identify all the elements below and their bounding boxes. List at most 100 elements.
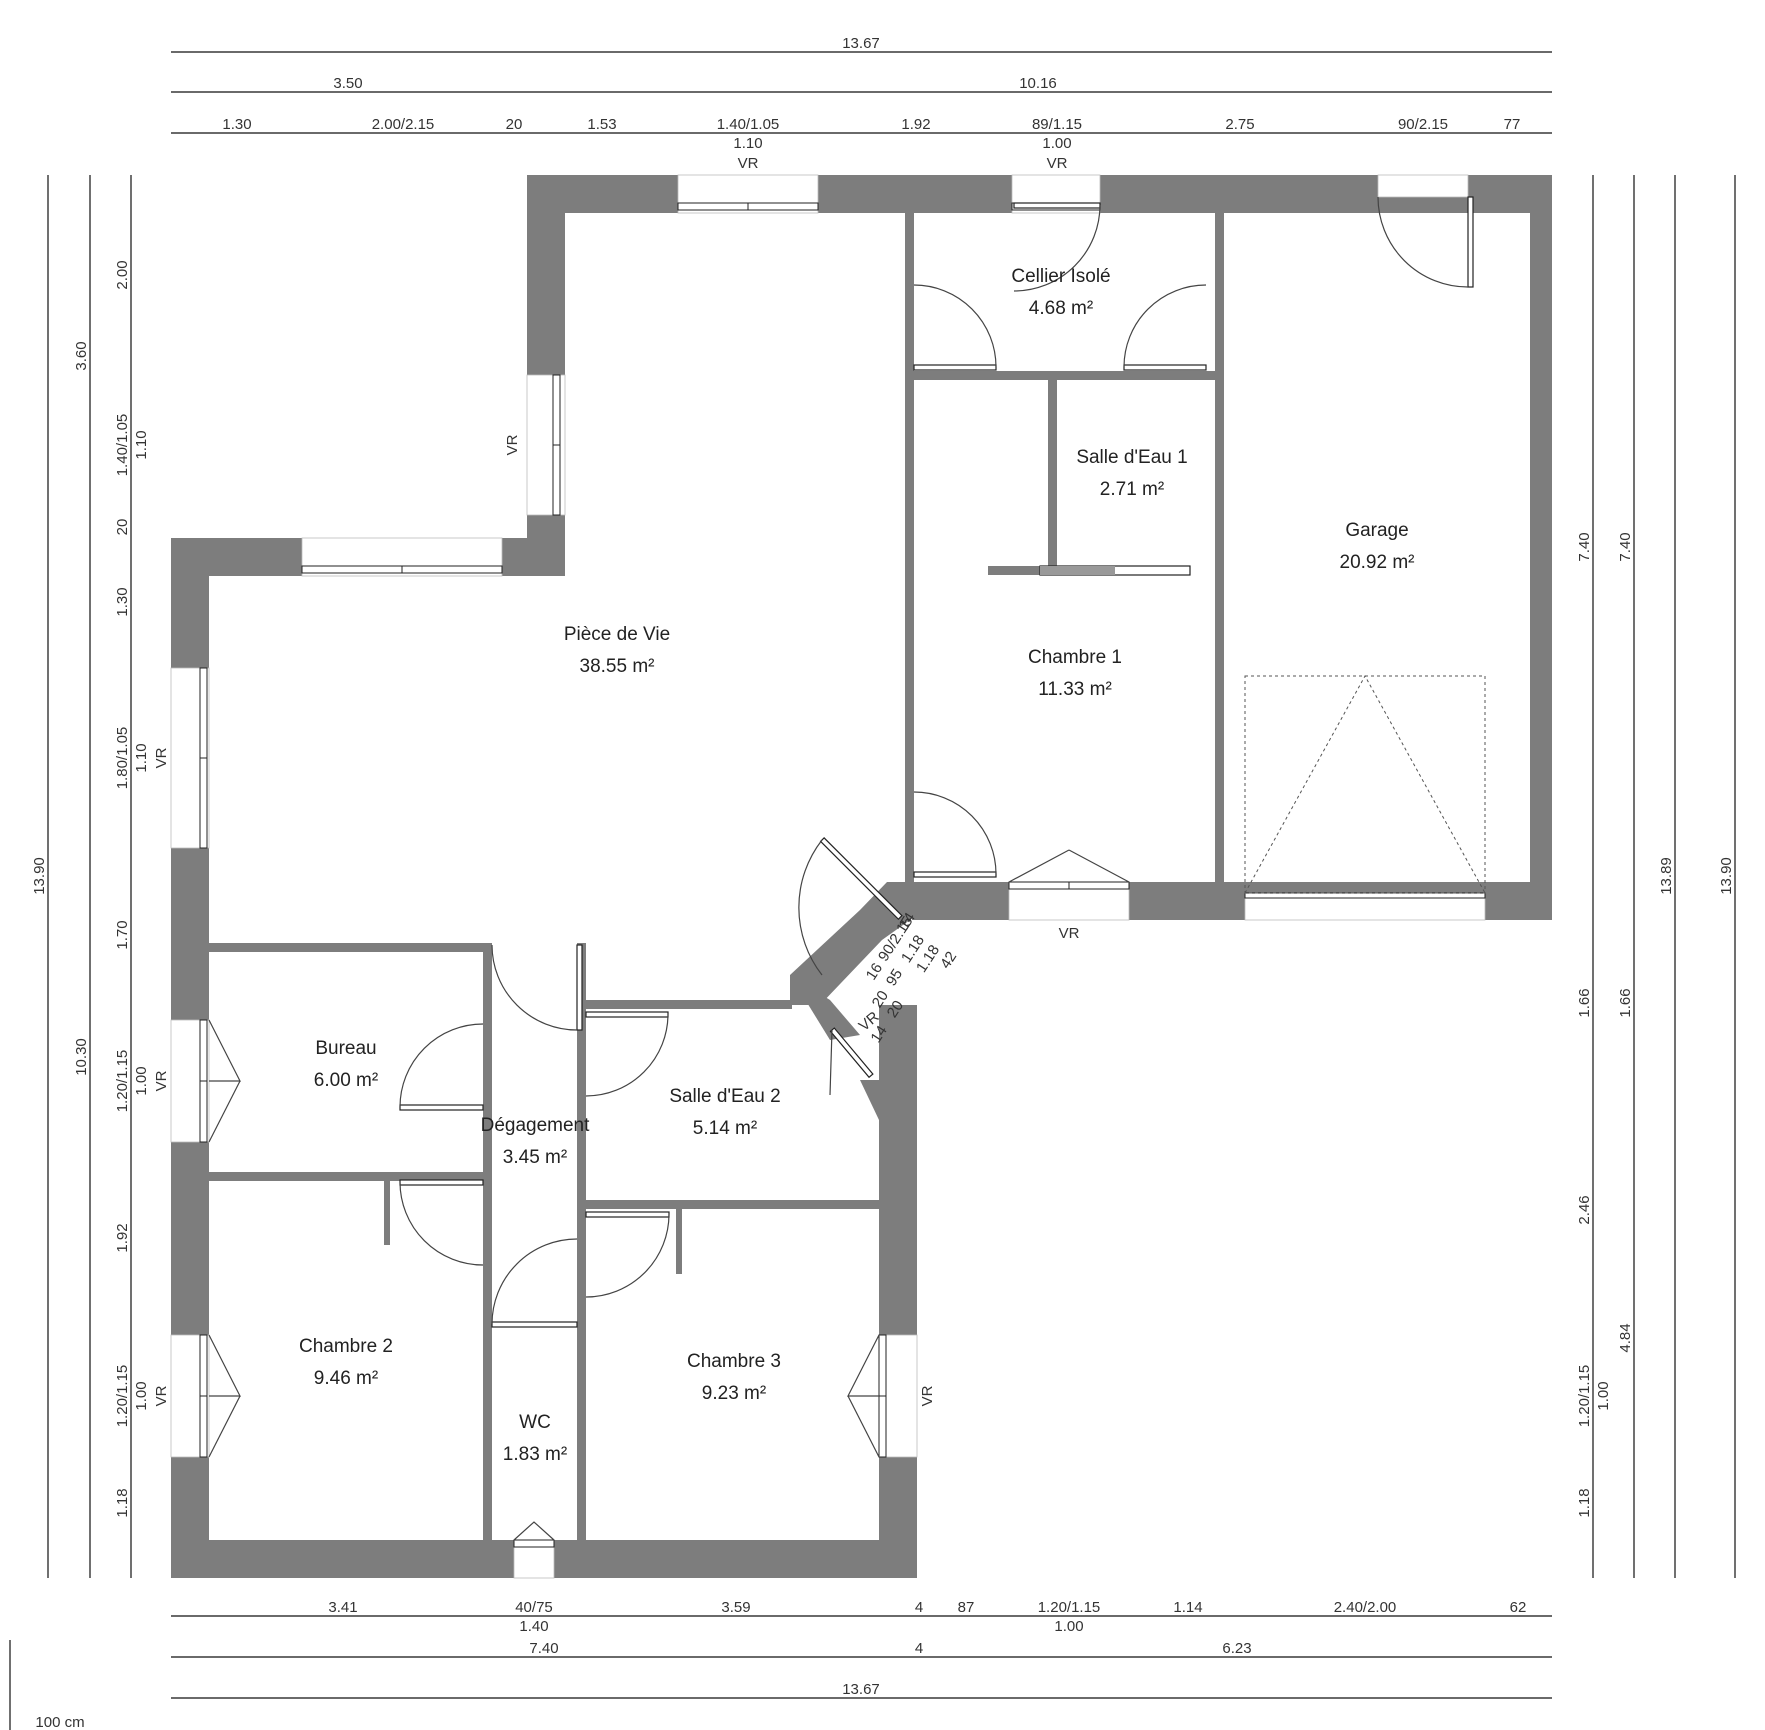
room-area: 4.68 m² — [1029, 298, 1093, 319]
dim-left-split: 3.60 — [73, 341, 90, 370]
dim-top-detail: 1.30 — [222, 116, 251, 133]
room-area: 20.92 m² — [1340, 552, 1415, 573]
vr-label: VR — [738, 155, 759, 172]
room-area: 5.14 m² — [693, 1118, 757, 1139]
dim-bottom-sill: 1.00 — [1054, 1618, 1083, 1635]
dim-bottom-split: 7.40 — [529, 1640, 558, 1657]
dim-bottom-detail: 62 — [1510, 1599, 1527, 1616]
dim-left-total: 13.90 — [31, 857, 48, 895]
dim-angled: 20 — [884, 997, 907, 1020]
room-name: Salle d'Eau 2 — [669, 1086, 780, 1107]
room-name: Bureau — [315, 1038, 376, 1059]
dim-right-full: 13.89 — [1658, 857, 1675, 895]
dim-left-detail: 20 — [114, 519, 131, 536]
doors — [208, 196, 1474, 1541]
dim-left-detail: 1.18 — [114, 1488, 131, 1517]
dim-left-split: 10.30 — [73, 1038, 90, 1076]
dim-angled: 16 — [863, 960, 886, 983]
dim-top-detail: 77 — [1504, 116, 1521, 133]
dim-top-detail: 1.40/1.05 — [717, 116, 780, 133]
dim-left-detail: 1.20/1.15 — [114, 1365, 131, 1428]
vr-label: VR — [153, 1070, 170, 1091]
room-area: 2.71 m² — [1100, 479, 1164, 500]
room-name: Salle d'Eau 1 — [1076, 447, 1187, 468]
left-dimensions: 13.90 3.60 10.30 2.00 1.40/1.05 20 1.30 … — [31, 260, 150, 1517]
dim-left-detail: 1.80/1.05 — [114, 727, 131, 790]
dim-top-sill: 1.00 — [1042, 135, 1071, 152]
dim-top-detail: 1.53 — [587, 116, 616, 133]
dim-left-detail: 2.00 — [114, 260, 131, 289]
room-name: Chambre 2 — [299, 1336, 393, 1357]
right-dimensions: 7.40 1.66 2.46 1.20/1.15 1.18 1.00 7.40 … — [1576, 532, 1735, 1517]
room-name: WC — [519, 1412, 551, 1433]
room-name: Garage — [1345, 520, 1408, 541]
dim-bottom-detail: 3.59 — [721, 1599, 750, 1616]
dim-left-detail: 1.30 — [114, 587, 131, 616]
dim-right-full: 13.90 — [1718, 857, 1735, 895]
dim-top-detail: 1.92 — [901, 116, 930, 133]
dim-bottom-detail: 3.41 — [328, 1599, 357, 1616]
room-area: 6.00 m² — [314, 1070, 378, 1091]
dim-top-total: 13.67 — [842, 35, 880, 52]
room-name: Dégagement — [481, 1115, 591, 1136]
dim-bottom-split: 4 — [915, 1640, 923, 1657]
dim-left-detail: 1.20/1.15 — [114, 1050, 131, 1113]
dim-right-mid: 1.66 — [1617, 988, 1634, 1017]
dim-angled: 42 — [937, 949, 960, 972]
vr-label: VR — [153, 1385, 170, 1406]
vr-label: VR — [153, 747, 170, 768]
dim-left-sill: 1.10 — [133, 430, 150, 459]
dimension-lines — [9, 51, 1736, 1730]
dim-top-split: 10.16 — [1019, 75, 1057, 92]
dim-top-split: 3.50 — [333, 75, 362, 92]
dim-right-inner-sill: 1.00 — [1595, 1381, 1612, 1410]
dim-right-inner: 2.46 — [1576, 1195, 1593, 1224]
top-dimensions: 13.67 3.50 10.16 1.30 2.00/2.15 20 1.53 … — [222, 35, 1520, 152]
dim-left-sill: 1.10 — [133, 743, 150, 772]
dim-angled: 14 — [867, 1023, 890, 1046]
vr-label: VR — [1059, 925, 1080, 942]
room-area: 3.45 m² — [503, 1147, 567, 1168]
room-name: Cellier Isolé — [1011, 266, 1110, 287]
dim-right-mid: 4.84 — [1617, 1323, 1634, 1352]
dim-angled: 14 — [895, 910, 918, 933]
room-name: Chambre 1 — [1028, 647, 1122, 668]
dim-right-inner: 1.66 — [1576, 988, 1593, 1017]
room-area: 9.23 m² — [702, 1383, 766, 1404]
dim-bottom-detail: 87 — [958, 1599, 975, 1616]
dim-right-mid: 7.40 — [1617, 532, 1634, 561]
dim-angled: 20 — [869, 988, 892, 1011]
dim-bottom-detail: 4 — [915, 1599, 923, 1616]
dim-bottom-detail: 1.20/1.15 — [1038, 1599, 1101, 1616]
dim-top-detail: 90/2.15 — [1398, 116, 1448, 133]
dim-right-inner: 7.40 — [1576, 532, 1593, 561]
dim-right-inner: 1.20/1.15 — [1576, 1365, 1593, 1428]
dim-left-sill: 1.00 — [133, 1066, 150, 1095]
dim-left-sill: 1.00 — [133, 1381, 150, 1410]
vr-label: VR — [919, 1385, 936, 1406]
dim-left-detail: 1.40/1.05 — [114, 414, 131, 477]
dim-top-detail: 89/1.15 — [1032, 116, 1082, 133]
dim-right-inner: 1.18 — [1576, 1488, 1593, 1517]
vr-label: VR — [1047, 155, 1068, 172]
dim-left-detail: 1.92 — [114, 1223, 131, 1252]
dim-bottom-detail: 40/75 — [515, 1599, 553, 1616]
dim-angled: 95 — [883, 966, 906, 989]
room-area: 38.55 m² — [580, 656, 655, 677]
room-name: Chambre 3 — [687, 1351, 781, 1372]
room-area: 1.83 m² — [503, 1444, 567, 1465]
vr-label: VR — [504, 434, 521, 455]
room-labels: Pièce de Vie 38.55 m² Cellier Isolé 4.68… — [299, 266, 1414, 1465]
scale-label: 100 cm — [35, 1714, 84, 1730]
dim-bottom-detail: 2.40/2.00 — [1334, 1599, 1397, 1616]
vr-labels: VR VR VR VR VR VR VR VR VR — [153, 155, 1080, 1406]
dim-left-detail: 1.70 — [114, 920, 131, 949]
dim-top-sill: 1.10 — [733, 135, 762, 152]
room-area: 11.33 m² — [1038, 679, 1112, 700]
room-area: 9.46 m² — [314, 1368, 378, 1389]
bottom-dimensions: 3.41 40/75 3.59 4 87 1.20/1.15 1.14 2.40… — [328, 1599, 1526, 1698]
room-name: Pièce de Vie — [564, 624, 670, 645]
dim-top-detail: 2.75 — [1225, 116, 1254, 133]
dim-bottom-detail: 1.14 — [1173, 1599, 1202, 1616]
